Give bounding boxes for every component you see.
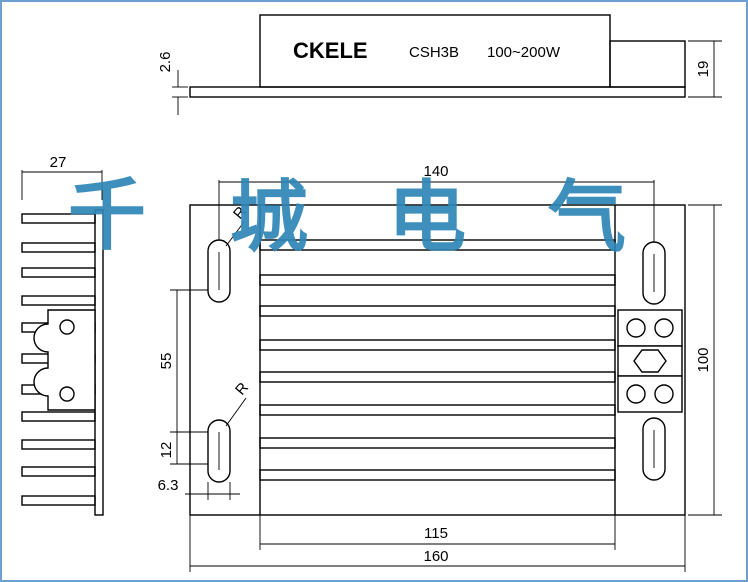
side-fin — [21, 213, 96, 224]
side-fin — [21, 495, 96, 506]
side-terminal-hole-upper — [59, 319, 75, 335]
side-terminal-block — [33, 309, 96, 411]
front-fin — [259, 274, 616, 286]
dim-body-height: 19 — [695, 61, 712, 78]
top-terminal-block — [609, 40, 686, 88]
top-base-plate — [189, 86, 686, 98]
front-fin — [259, 239, 616, 251]
front-plate — [189, 204, 686, 516]
dim-inner-width: 140 — [423, 163, 448, 180]
top-view: 2.6 19 CKELE CSH3B 100~200W — [157, 14, 722, 115]
slot-bottom-right — [642, 417, 666, 481]
dim-radius-bottom: R — [232, 379, 252, 398]
front-fin — [259, 469, 616, 481]
watermark: 千 城 电 气 — [68, 171, 626, 263]
dim-slot-width: 6.3 — [158, 477, 179, 494]
side-fin — [21, 267, 96, 278]
front-fin — [259, 305, 616, 317]
front-view: R R 140 100 55 12 — [158, 163, 722, 572]
side-fin — [21, 411, 96, 422]
dim-overall-width: 160 — [423, 548, 448, 565]
front-fin — [259, 437, 616, 449]
side-fin — [21, 466, 96, 477]
dim-plate-thickness: 2.6 — [157, 52, 174, 73]
model-label: CSH3B — [409, 44, 459, 61]
dim-fin-width: 115 — [424, 525, 448, 542]
dim-slot-length: 12 — [158, 442, 175, 459]
side-view: 27 — [21, 154, 104, 516]
watermark-char-2: 城 — [230, 173, 308, 263]
dim-slot-spacing: 55 — [158, 353, 175, 370]
watermark-char-1: 千 — [68, 171, 146, 261]
dim-side-depth: 27 — [50, 154, 67, 171]
side-terminal-hole-lower — [59, 386, 75, 402]
front-fins — [259, 239, 616, 481]
brand-label: CKELE — [293, 38, 368, 63]
slot-bottom-left — [207, 419, 231, 483]
power-label: 100~200W — [487, 44, 561, 61]
front-terminal-block — [617, 309, 683, 413]
center-nut-icon — [633, 349, 667, 373]
side-fin — [21, 242, 96, 253]
front-fin — [259, 371, 616, 383]
dim-height: 100 — [695, 347, 712, 372]
side-fin — [21, 439, 96, 450]
side-fin — [21, 295, 96, 306]
watermark-char-3: 电 — [388, 173, 466, 263]
front-fin — [259, 404, 616, 416]
watermark-char-4: 气 — [548, 173, 626, 263]
front-fin — [259, 339, 616, 351]
